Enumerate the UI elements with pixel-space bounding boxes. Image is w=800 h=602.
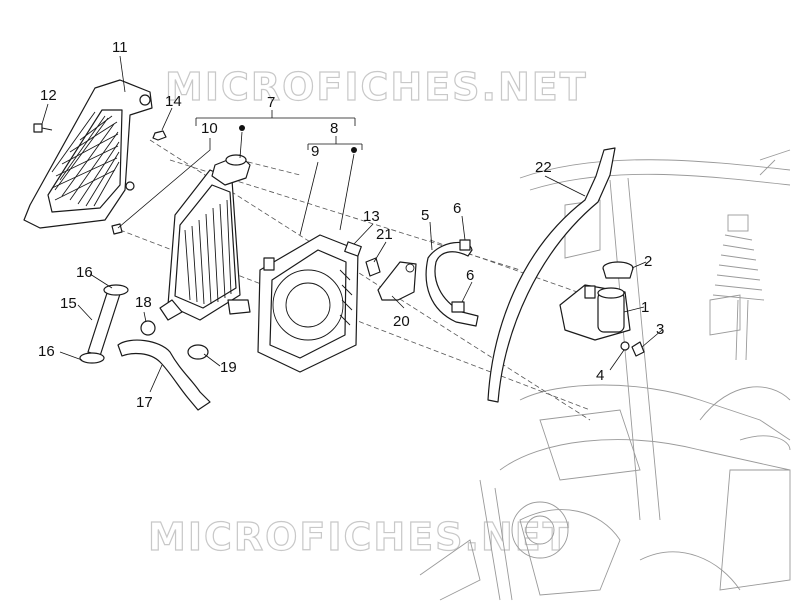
callout-1: 1 [641, 299, 649, 316]
fan-shroud [257, 234, 359, 373]
clamp-6-lower [451, 301, 465, 313]
group-dot-7 [239, 125, 245, 131]
callout-5: 5 [421, 207, 429, 224]
hose-5 [425, 241, 479, 327]
callout-7: 7 [267, 94, 275, 111]
group-bracket-8 [307, 136, 363, 150]
callout-9: 9 [311, 143, 319, 160]
callout-10: 10 [201, 120, 218, 137]
clamp-18 [140, 320, 156, 336]
rear-shock-absorber-background [712, 214, 765, 361]
callout-22: 22 [535, 159, 552, 176]
callout-15: 15 [60, 295, 77, 312]
callout-17: 17 [136, 394, 153, 411]
callout-3: 3 [656, 321, 664, 338]
callout-16-lower: 16 [38, 343, 55, 360]
spacer-13 [344, 241, 362, 257]
callout-12: 12 [40, 87, 57, 104]
callout-21: 21 [376, 226, 393, 243]
callout-11: 11 [112, 39, 128, 56]
clip-21 [365, 257, 381, 277]
clamp-6-upper [459, 239, 471, 251]
callout-6-upper: 6 [453, 200, 461, 217]
callout-16-upper: 16 [76, 264, 93, 281]
group-bracket-7 [195, 110, 356, 126]
callout-13: 13 [363, 208, 380, 225]
callout-19: 19 [220, 359, 237, 376]
watermark-bottom: MICROFICHES.NET [148, 515, 571, 559]
expansion-tank [559, 284, 631, 341]
screw-3 [631, 341, 645, 357]
hose-22 [487, 147, 616, 403]
radiator-grille-cover [23, 79, 153, 229]
callout-2: 2 [644, 253, 652, 270]
clamp-16-lower [79, 352, 105, 364]
callout-14: 14 [165, 93, 182, 110]
callout-20: 20 [393, 313, 410, 330]
callout-labels: 11 12 14 7 10 8 9 22 6 13 5 21 2 16 6 15… [38, 39, 664, 411]
screw-12 [33, 123, 53, 133]
scooter-frame-background [419, 149, 791, 601]
bracket-20 [377, 261, 417, 301]
callout-6-lower: 6 [466, 267, 474, 284]
tank-cap [602, 261, 634, 279]
hose-15 [87, 289, 121, 357]
callout-4: 4 [596, 367, 604, 384]
leader-lines [41, 55, 663, 393]
watermark-top: MICROFICHES.NET [165, 65, 588, 109]
callout-8: 8 [330, 120, 338, 137]
clamp-19 [187, 344, 209, 360]
hose-17 [117, 339, 211, 411]
group-dot-8 [351, 147, 357, 153]
clamp-16-upper [103, 284, 129, 296]
radiator [111, 154, 251, 321]
washer-4 [620, 341, 630, 351]
callout-18: 18 [135, 294, 152, 311]
nut-14 [152, 130, 167, 141]
